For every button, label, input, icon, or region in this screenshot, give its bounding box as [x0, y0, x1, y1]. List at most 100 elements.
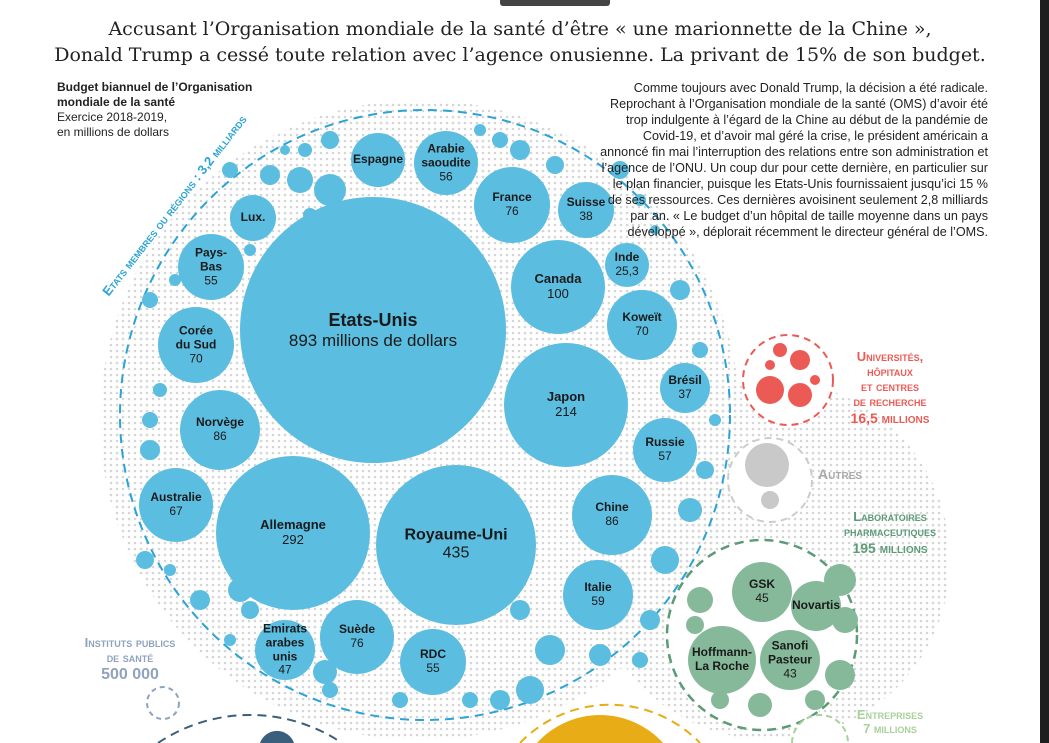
minor-bubble — [298, 143, 312, 157]
bubble-value: 37 — [678, 387, 692, 401]
bubble-rdc — [400, 629, 466, 695]
minor-bubble — [287, 167, 313, 193]
bubble-russie — [633, 418, 697, 482]
bubble-value: 55 — [426, 661, 440, 675]
bubble-su-de — [320, 600, 394, 674]
minor-bubble — [670, 280, 690, 300]
bubble-name: Brésil — [668, 373, 702, 388]
headline-line-1: Accusant l’Organisation mondiale de la s… — [108, 18, 932, 40]
minor-bubble — [280, 145, 290, 155]
bubble-lux- — [230, 195, 276, 241]
bubble-australie — [139, 468, 213, 542]
bubble-espagne — [351, 133, 405, 187]
bubble-value: 56 — [439, 168, 453, 183]
bubble-name: Espagne — [352, 152, 403, 167]
bubble-etats-unis — [240, 197, 506, 463]
bubble-value: 435 — [442, 545, 470, 562]
institutes-label: Instituts publics de santé 500 000 — [60, 635, 200, 684]
minor-bubble — [314, 174, 346, 206]
pharma-label: Laboratoires pharmaceutiques 195 million… — [830, 509, 950, 556]
bubble-brésil — [660, 363, 710, 413]
bubble-name: Canada — [534, 271, 582, 287]
minor-bubble — [169, 274, 181, 286]
bubble-value: 76 — [505, 204, 519, 218]
bubble-gsk — [732, 562, 792, 622]
bubble-kowe-t — [607, 290, 677, 360]
navy-bubble — [260, 730, 294, 743]
bubble-name: Italie — [584, 580, 612, 595]
minor-bubble — [244, 244, 256, 256]
minor-bubble — [490, 690, 510, 710]
minor-bubble — [696, 461, 714, 479]
minor-bubble — [711, 691, 729, 709]
legend-title-2: mondiale de la santé — [57, 95, 176, 109]
bubble-value: 893 millions de dollars — [288, 330, 458, 350]
minor-bubble — [773, 343, 787, 357]
minor-bubble — [510, 600, 530, 620]
bubble-name: Lux. — [240, 210, 266, 225]
bubble-hoffmann-la-roche — [688, 626, 756, 694]
companies-ring — [791, 714, 849, 743]
universities-line-4: de recherche — [853, 393, 927, 409]
bubble-pays-bas — [178, 234, 244, 300]
bubble-value: 292 — [282, 532, 304, 547]
minor-bubble — [313, 660, 337, 684]
pharma-line-1: Laboratoires — [853, 509, 927, 524]
bubble-name: Inde — [614, 250, 640, 265]
minor-bubble — [687, 587, 713, 613]
headline-line-2: Donald Trump a cessé toute relation avec… — [54, 44, 986, 66]
minor-bubble — [322, 682, 338, 698]
minor-bubble — [241, 601, 259, 619]
minor-bubble — [474, 124, 486, 136]
bubble-name: Suède — [338, 622, 375, 637]
bubble-chine — [572, 475, 652, 555]
bubble-japon — [504, 343, 628, 467]
bubble-value: 70 — [189, 350, 203, 365]
bubble-label: Hoffmann-La Roche — [688, 645, 756, 674]
minor-bubble — [190, 590, 210, 610]
bubble-name: Hoffmann-La Roche — [692, 645, 752, 673]
minor-bubble — [222, 162, 238, 178]
navy-ring — [157, 714, 343, 743]
minor-bubble — [516, 676, 544, 704]
bubble-name: France — [492, 190, 532, 205]
bubble-emirats-arabes-unis — [255, 620, 315, 680]
legend-unit: en millions de dollars — [57, 125, 170, 139]
window-edge — [1040, 0, 1049, 743]
yellow-bubble — [537, 715, 663, 743]
minor-bubble — [510, 140, 530, 160]
bubble-name: Allemagne — [260, 517, 326, 533]
bubble-label: Novartis — [791, 598, 841, 613]
bubble-name: Koweït — [622, 310, 662, 325]
bubble-name: Japon — [546, 389, 586, 405]
minor-bubble — [321, 131, 339, 149]
legend-period: Exercice 2018-2019, — [57, 110, 168, 124]
bubble-value: 45 — [755, 591, 769, 605]
minor-bubble — [634, 194, 646, 206]
companies-label: Entreprises 7 millions — [845, 707, 935, 737]
bubble-name: Royaume-Uni — [404, 526, 508, 544]
window-tab[interactable] — [500, 0, 610, 6]
bubble-sanofi-pasteur — [760, 630, 820, 690]
minor-bubble — [761, 491, 779, 509]
bubble-name: Australie — [150, 490, 202, 505]
minor-bubble — [136, 551, 154, 569]
minor-bubble — [142, 412, 158, 428]
